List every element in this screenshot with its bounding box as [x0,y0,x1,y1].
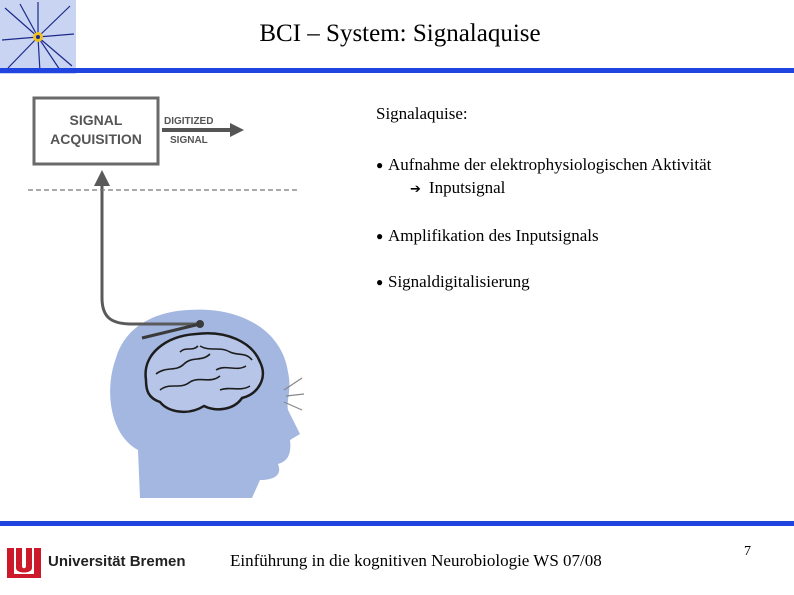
arrow-right-icon: ➔ [410,182,421,197]
bullet-dot-icon: ● [376,229,384,243]
box-label-line1: SIGNAL [70,112,123,128]
university-name: Universität Bremen [48,553,186,570]
arrow-label-line1: DIGITIZED [164,116,213,127]
box-label-line2: ACQUISITION [50,131,142,147]
content-heading: Signalaquise: [376,104,468,123]
top-divider [0,68,794,73]
bullet-item: ● Amplifikation des Inputsignals [376,225,786,247]
university-logo-icon [7,548,41,578]
bci-acquisition-illustration: SIGNAL ACQUISITION DIGITIZED SIGNAL [28,96,305,498]
bullet-text: Signaldigitalisierung [388,272,530,291]
bullet-item: ● Aufnahme der elektrophysiologischen Ak… [376,154,786,201]
electrode-dot [196,320,204,328]
bottom-divider [0,521,794,526]
cable-arrow-head [94,170,110,186]
bullet-dot-icon: ● [376,158,384,172]
slide-title: BCI – System: Signalaquise [259,20,541,47]
page-number: 7 [744,544,751,559]
electrode-cable [100,180,200,326]
star-logo-icon [0,0,76,74]
bullet-text: Amplifikation des Inputsignals [388,226,599,245]
arrow-label-line2: SIGNAL [170,135,208,146]
bullet-text: Aufnahme der elektrophysiologischen Akti… [388,155,712,174]
bullet-item: ● Signaldigitalisierung [376,271,786,293]
bullet-subitem: ➔ Inputsignal [388,177,786,201]
bullet-subitem-text: Inputsignal [428,178,506,197]
content-panel: Signalaquise: ● Aufnahme der elektrophys… [376,104,786,317]
output-arrow-head [230,123,244,137]
electrode-lead [141,322,201,340]
course-title: Einführung in die kognitiven Neurobiolog… [230,551,602,570]
bullet-dot-icon: ● [376,275,384,289]
signal-acquisition-box [32,96,160,166]
